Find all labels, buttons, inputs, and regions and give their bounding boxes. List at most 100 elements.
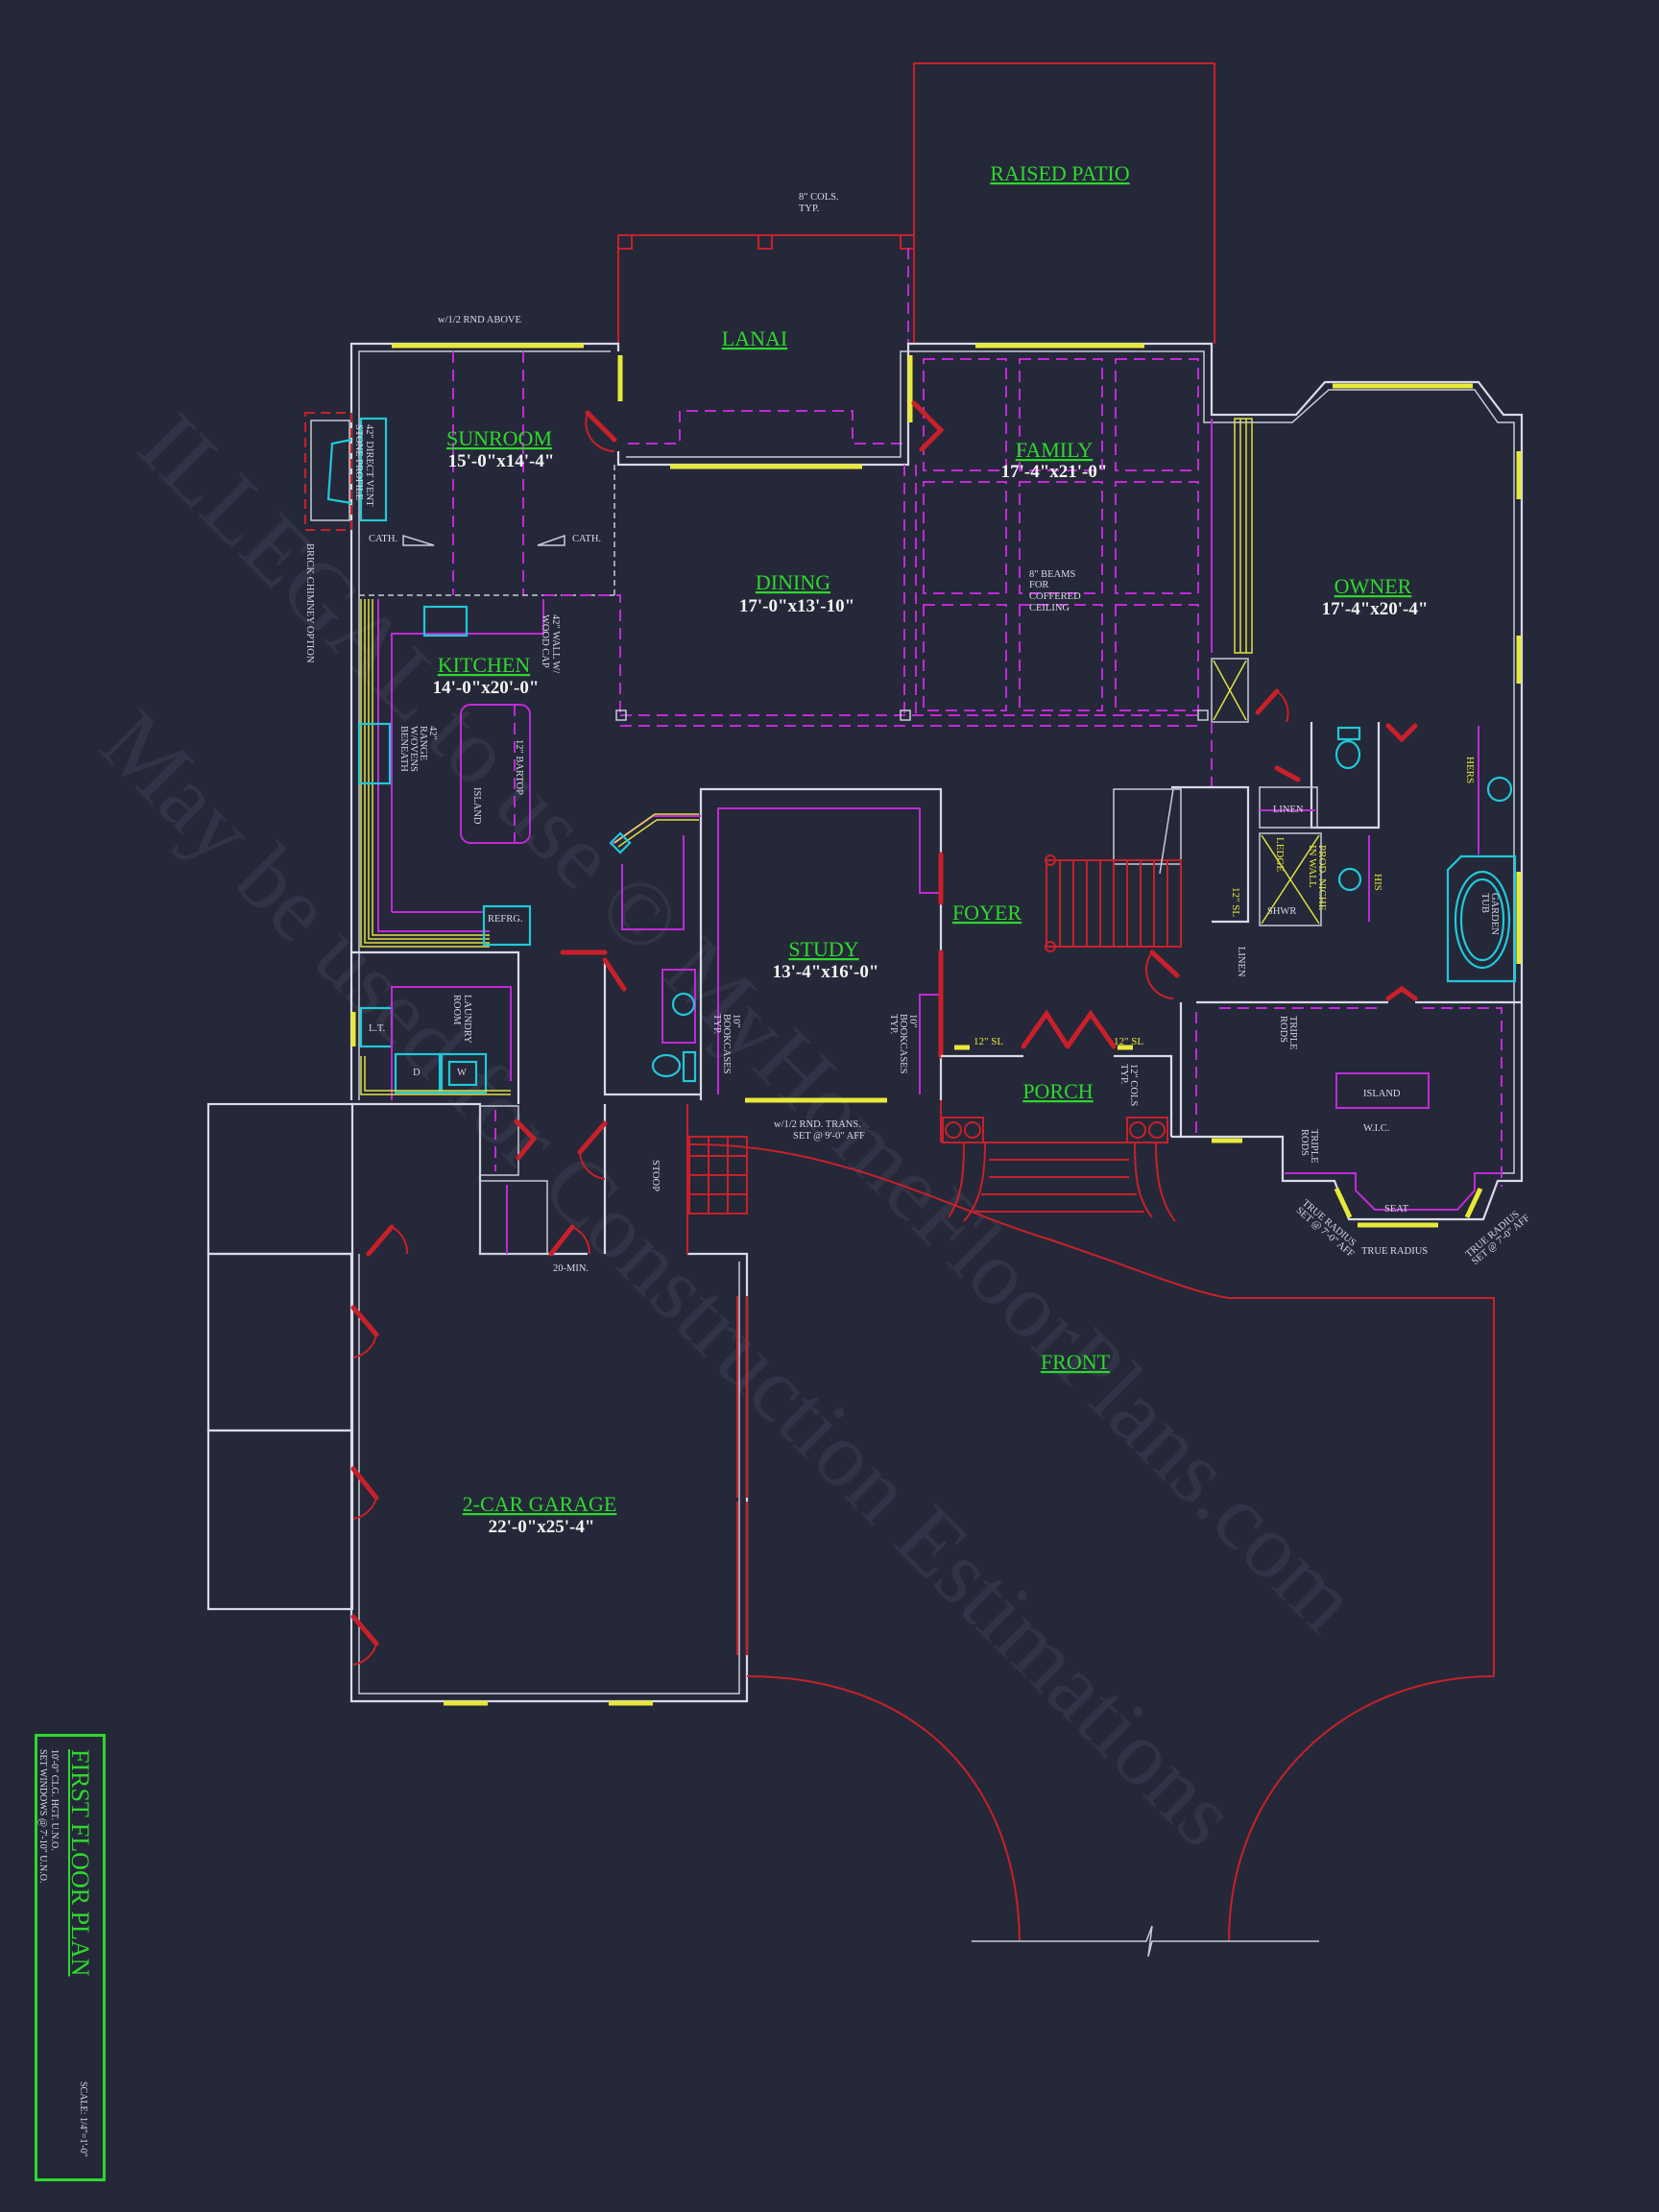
room-dim-study: 13'-4"x16'-0" xyxy=(773,962,879,982)
svg-text:W/OVENS: W/OVENS xyxy=(408,726,419,772)
dining-family-ceiling xyxy=(615,358,1209,727)
svg-text:12" SL: 12" SL xyxy=(1230,887,1241,917)
svg-text:RODS: RODS xyxy=(1278,1016,1288,1043)
svg-text:CATH.: CATH. xyxy=(572,534,601,544)
room-dim-dining: 17'-0"x13'-10" xyxy=(739,596,854,616)
room-dim-sunroom: 15'-0"x14'-4" xyxy=(448,451,555,471)
svg-text:12" COLS: 12" COLS xyxy=(1128,1064,1139,1106)
room-label-study: STUDY xyxy=(788,937,858,961)
svg-text:ISLAND: ISLAND xyxy=(471,787,482,825)
room-label-foyer: FOYER xyxy=(952,901,1022,925)
svg-text:HERS: HERS xyxy=(1464,757,1476,783)
svg-text:12" SL: 12" SL xyxy=(1114,1036,1143,1047)
svg-text:TRIPLE: TRIPLE xyxy=(1287,1016,1298,1050)
svg-text:SET @ 9'-0" AFF: SET @ 9'-0" AFF xyxy=(793,1131,865,1142)
sheet-note-ceiling: 10'-0" CLG. HGT. U.N.O. xyxy=(49,1749,60,1851)
room-label-dining: DINING xyxy=(756,570,830,594)
svg-text:TYP.: TYP. xyxy=(888,1014,899,1034)
room-label-front: FRONT xyxy=(1041,1350,1111,1374)
svg-text:FOR: FOR xyxy=(1029,580,1048,590)
svg-text:LINEN: LINEN xyxy=(1273,805,1304,815)
svg-text:BENEATH: BENEATH xyxy=(398,726,409,772)
svg-text:STOOP: STOOP xyxy=(650,1160,661,1191)
svg-text:12" BARTOP: 12" BARTOP xyxy=(514,739,524,795)
room-dim-garage: 22'-0"x25'-4" xyxy=(489,1517,595,1537)
svg-text:HIS: HIS xyxy=(1372,874,1383,891)
svg-text:BOOKCASES: BOOKCASES xyxy=(898,1014,908,1074)
sheet-title: FIRST FLOOR PLAN xyxy=(66,1749,94,1977)
windows xyxy=(350,343,1522,1706)
svg-text:w/1/2 RND ABOVE: w/1/2 RND ABOVE xyxy=(438,315,521,325)
svg-text:D: D xyxy=(413,1068,421,1078)
svg-text:BOOKCASES: BOOKCASES xyxy=(721,1014,732,1074)
svg-text:REFRG.: REFRG. xyxy=(488,914,522,925)
room-label-family: FAMILY xyxy=(1016,438,1094,462)
room-dim-kitchen: 14'-0"x20'-0" xyxy=(433,678,540,698)
svg-text:42" DIRECT VENT: 42" DIRECT VENT xyxy=(364,424,374,507)
svg-text:12" SL: 12" SL xyxy=(974,1036,1003,1047)
owner-built-ins xyxy=(1211,418,1253,787)
svg-text:10": 10" xyxy=(731,1014,741,1028)
sheet-note-windows: SET WINDOWS @ 7'-10" U.N.O. xyxy=(37,1749,48,1884)
svg-text:RANGE: RANGE xyxy=(418,726,428,760)
room-label-raised-patio: RAISED PATIO xyxy=(990,161,1129,185)
svg-text:42" WALL W/: 42" WALL W/ xyxy=(550,614,561,673)
svg-text:w/1/2 RND. TRANS.: w/1/2 RND. TRANS. xyxy=(774,1119,861,1130)
svg-text:BRICK CHIMNEY OPTION: BRICK CHIMNEY OPTION xyxy=(304,543,315,663)
svg-text:W.I.C.: W.I.C. xyxy=(1363,1123,1389,1134)
kitchen-cabinets xyxy=(357,594,621,948)
room-label-kitchen: KITCHEN xyxy=(438,653,531,677)
title-block xyxy=(35,1734,106,2181)
svg-text:WOOD CAP: WOOD CAP xyxy=(540,614,550,668)
svg-text:CEILING: CEILING xyxy=(1029,603,1070,613)
room-label-sunroom: SUNROOM xyxy=(446,426,552,450)
svg-text:8" COLS.: 8" COLS. xyxy=(799,192,839,203)
svg-text:COFFERED: COFFERED xyxy=(1029,591,1081,602)
porch-stoop xyxy=(686,1054,1176,1254)
owner-bath xyxy=(1171,722,1517,983)
svg-text:RODS: RODS xyxy=(1299,1129,1310,1156)
staircase xyxy=(1045,788,1182,952)
svg-text:42": 42" xyxy=(427,726,438,740)
room-label-owner: OWNER xyxy=(1334,574,1412,598)
door-swings xyxy=(350,400,1418,1666)
walk-in-closet xyxy=(1179,1000,1522,1219)
svg-text:ROOM: ROOM xyxy=(451,995,462,1025)
study-walls xyxy=(699,787,944,1100)
room-label-lanai: LANAI xyxy=(722,326,787,350)
svg-text:May be used for Construction E: May be used for Construction Estimations xyxy=(82,690,1257,1865)
svg-text:LEDGE: LEDGE xyxy=(1274,837,1286,872)
svg-text:TRIPLE: TRIPLE xyxy=(1309,1129,1319,1164)
fireplace xyxy=(304,412,388,531)
room-labels: RAISED PATIO LANAI SUNROOM 15'-0"x14'-4"… xyxy=(433,161,1429,1537)
lanai-area xyxy=(617,234,915,445)
room-label-garage: 2-CAR GARAGE xyxy=(463,1492,617,1516)
sheet-scale: SCALE: 1/4"=1'-0" xyxy=(78,2081,88,2157)
svg-text:LAUNDRY: LAUNDRY xyxy=(462,995,472,1044)
svg-text:TUB: TUB xyxy=(1479,893,1490,913)
svg-text:IN WALL: IN WALL xyxy=(1307,845,1318,888)
svg-text:GARDEN: GARDEN xyxy=(1489,893,1500,935)
svg-text:STONE PROFILE: STONE PROFILE xyxy=(353,424,364,500)
svg-text:SEAT: SEAT xyxy=(1384,1204,1409,1214)
svg-text:8" BEAMS: 8" BEAMS xyxy=(1029,569,1075,580)
room-label-porch: PORCH xyxy=(1022,1079,1093,1103)
svg-text:W: W xyxy=(457,1068,467,1078)
powder-room xyxy=(603,813,701,1096)
svg-text:CATH.: CATH. xyxy=(369,534,397,544)
room-dim-family: 17'-4"x21'-0" xyxy=(1001,462,1108,482)
laundry-room xyxy=(351,950,520,1104)
svg-text:SHWR: SHWR xyxy=(1267,906,1296,917)
svg-text:L.T.: L.T. xyxy=(369,1023,385,1034)
front-walkway xyxy=(686,1142,1495,1958)
svg-text:TYP.: TYP. xyxy=(799,204,819,214)
svg-text:PROD. NICHE: PROD. NICHE xyxy=(1316,845,1328,911)
room-dim-owner: 17'-4"x20'-4" xyxy=(1322,599,1429,619)
svg-text:LINEN: LINEN xyxy=(1236,947,1246,977)
sunroom-ceiling xyxy=(359,351,615,596)
svg-text:20-MIN.: 20-MIN. xyxy=(553,1263,589,1274)
svg-text:TYP.: TYP. xyxy=(1118,1064,1129,1084)
svg-text:10": 10" xyxy=(907,1014,918,1028)
svg-text:ISLAND: ISLAND xyxy=(1363,1089,1401,1099)
